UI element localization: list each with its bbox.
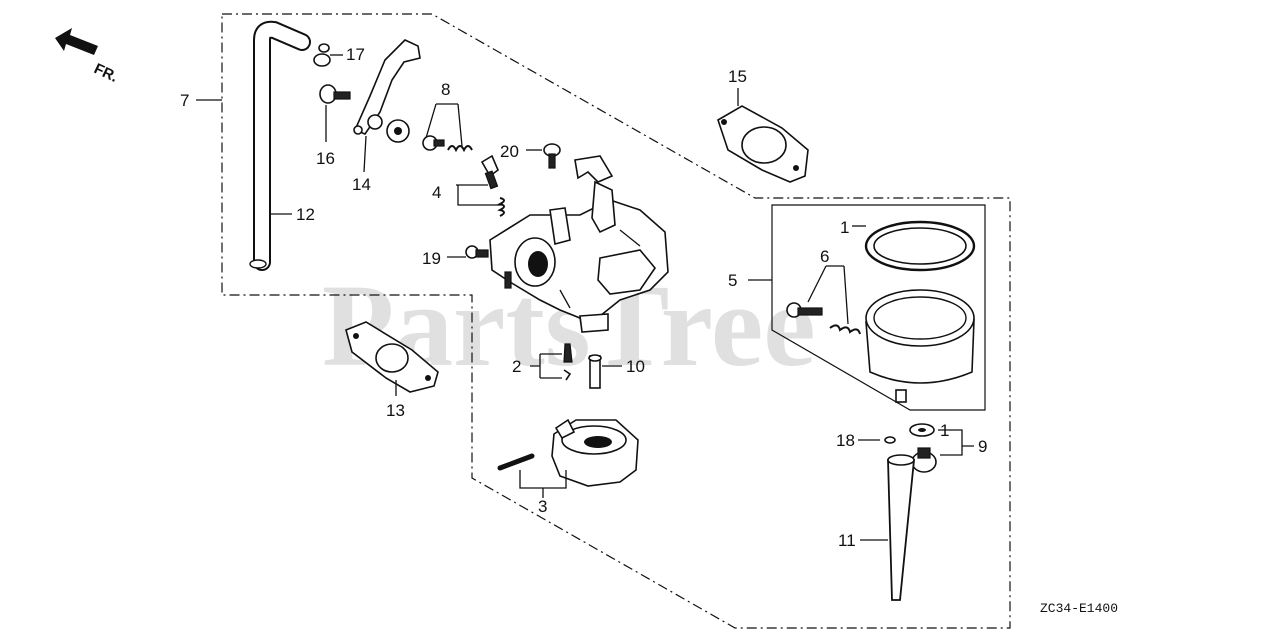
callout-1-upper: 1 — [840, 218, 849, 237]
callout-9: 9 — [978, 437, 987, 456]
callout-8: 8 — [441, 80, 450, 99]
callout-5: 5 — [728, 271, 737, 290]
callout-6: 6 — [820, 247, 829, 266]
choke-lever — [353, 39, 421, 135]
throttle-stop-screw-set — [786, 302, 861, 335]
diagram-code: ZC34-E1400 — [1040, 601, 1118, 616]
callout-13: 13 — [386, 401, 405, 420]
drain-bolt — [911, 447, 937, 473]
choke-washer — [386, 119, 410, 143]
idle-screw — [319, 84, 351, 104]
float-pin — [497, 453, 535, 471]
main-nozzle — [588, 354, 602, 389]
callout-19: 19 — [422, 249, 441, 268]
callout-11: 11 — [838, 531, 856, 550]
pilot-screw — [480, 154, 505, 217]
callout-7: 7 — [180, 91, 189, 110]
drain-screw — [465, 245, 489, 259]
callout-labels: 7 12 17 16 14 8 20 4 19 15 13 2 10 3 1 5… — [180, 45, 987, 550]
float — [551, 418, 639, 487]
float-valve — [563, 343, 573, 381]
callout-12: 12 — [296, 205, 315, 224]
callout-17: 17 — [346, 45, 365, 64]
insulator-gasket — [717, 105, 809, 183]
tube-clip — [313, 43, 331, 67]
callout-15: 15 — [728, 67, 747, 86]
drain-bolt-washer — [909, 423, 935, 437]
float-chamber-gasket — [864, 220, 976, 272]
float-chamber — [865, 289, 975, 403]
callout-16: 16 — [316, 149, 335, 168]
drain-tube — [887, 454, 915, 601]
callout-10: 10 — [626, 357, 645, 376]
front-direction-label: FR. — [91, 60, 120, 86]
callout-20: 20 — [500, 142, 519, 161]
fuel-tube — [249, 20, 311, 271]
carburetor-body — [489, 155, 669, 333]
float-chamber-screw — [543, 143, 561, 169]
callout-14: 14 — [352, 175, 371, 194]
callout-1-lower: 1 — [940, 421, 949, 440]
callout-18: 18 — [836, 431, 855, 450]
callout-2: 2 — [512, 357, 521, 376]
callout-3: 3 — [538, 497, 547, 516]
carburetor-gasket — [345, 321, 439, 393]
callout-4: 4 — [432, 183, 441, 202]
assembly-frame — [221, 13, 1011, 629]
throttle-stop-screw — [422, 135, 473, 153]
front-direction-arrow: FR. — [55, 28, 120, 86]
drain-bolt-o-ring — [884, 436, 896, 444]
